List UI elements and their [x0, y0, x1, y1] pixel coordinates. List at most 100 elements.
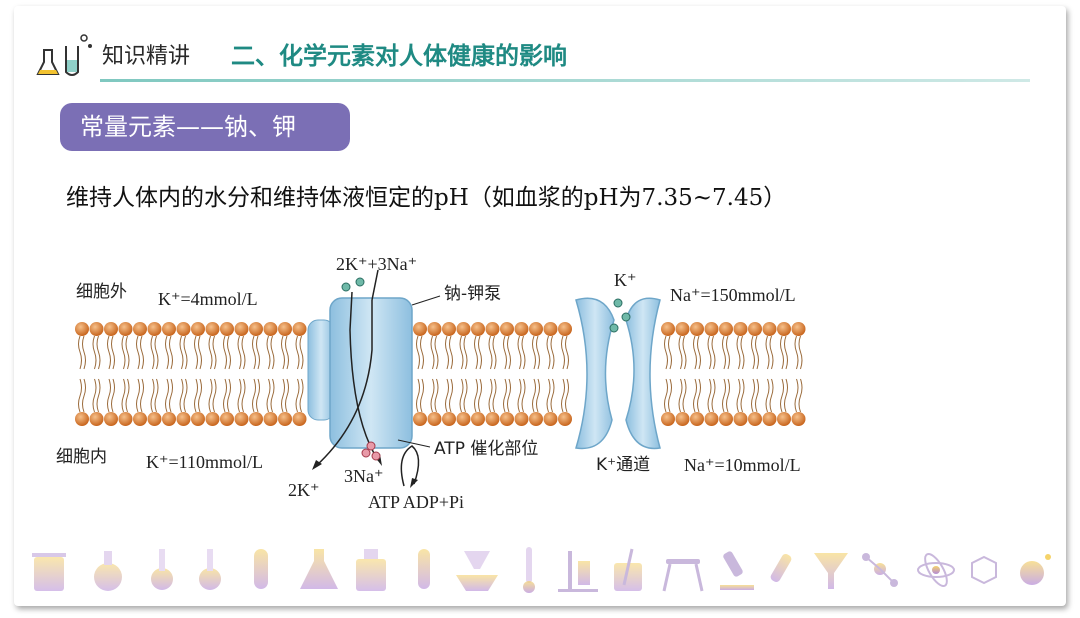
- lipid-tail: [416, 335, 424, 370]
- lipid-head: [263, 412, 278, 426]
- molecule-icon: [862, 553, 898, 587]
- lipid-tail: [281, 335, 289, 370]
- lipid-tail: [532, 378, 540, 413]
- conical-flask-icon: [300, 549, 338, 589]
- lipid-head: [75, 322, 89, 336]
- inside-k-conc: K⁺=110mmol/L: [146, 452, 263, 472]
- page-title: 二、化学元素对人体健康的影响: [231, 42, 567, 70]
- lipid-head: [514, 322, 529, 336]
- lipid-tail: [208, 378, 217, 413]
- lipid-tail: [794, 378, 803, 413]
- lipid-tail: [92, 378, 101, 413]
- lipid-head: [661, 322, 675, 336]
- beaker-stir-icon: [614, 548, 642, 591]
- lipid-tail: [223, 378, 231, 413]
- lipid-head: [456, 412, 471, 426]
- lipid-tail: [722, 335, 730, 370]
- lipid-head: [205, 412, 220, 426]
- ion-dot: [361, 448, 371, 458]
- lipid-head: [733, 322, 748, 336]
- sparkle-flask-icon: [1020, 554, 1051, 585]
- lipid-tail: [445, 378, 453, 413]
- lipid-tail: [561, 335, 569, 370]
- ion-dot: [621, 312, 631, 322]
- lipid-head: [89, 412, 104, 426]
- lipid-head: [427, 322, 442, 336]
- lipid-head: [147, 322, 162, 336]
- lipid-head: [791, 322, 806, 336]
- lipid-tail: [736, 378, 745, 413]
- lipid-head: [162, 412, 176, 426]
- header-divider: [100, 79, 1030, 82]
- pump-arrow-out: [315, 300, 373, 467]
- lipid-tail: [546, 378, 555, 413]
- lipid-head: [162, 322, 176, 336]
- lipid-tail: [194, 335, 202, 370]
- lipid-tail: [78, 378, 86, 413]
- outside-na-conc: Na⁺=150mmol/L: [670, 285, 796, 305]
- inside-label: 细胞内: [56, 447, 107, 467]
- lipid-tail: [664, 335, 672, 370]
- lipid-head: [442, 322, 456, 336]
- thermometer-icon: [523, 547, 535, 593]
- lipid-bilayer: [75, 322, 806, 426]
- lipid-tail: [707, 335, 716, 370]
- section-label: 知识精讲: [102, 44, 191, 69]
- lipid-head: [762, 322, 777, 336]
- lipid-tail: [503, 378, 511, 413]
- pump-arrowhead-out: [312, 460, 322, 470]
- lipid-tail: [179, 378, 188, 413]
- round-flask-icon: [199, 549, 221, 590]
- lipid-head: [762, 412, 777, 426]
- test-tube-icon: [418, 549, 430, 589]
- lipid-head: [176, 322, 191, 336]
- reagent-bottle-icon: [356, 549, 386, 591]
- dropper-icon: [770, 553, 792, 583]
- lipid-head: [748, 322, 762, 336]
- lipid-tail: [765, 335, 774, 370]
- lipid-tail: [678, 378, 687, 413]
- lipid-head: [75, 412, 89, 426]
- lipid-head: [704, 322, 719, 336]
- ion-dot: [609, 323, 619, 333]
- lipid-head: [543, 322, 558, 336]
- lipid-tail: [459, 335, 468, 370]
- lipid-tail: [474, 335, 482, 370]
- lipid-tail: [121, 335, 130, 370]
- lipid-tail: [532, 335, 540, 370]
- inside-na-conc: Na⁺=10mmol/L: [684, 455, 801, 475]
- lipid-head: [234, 322, 249, 336]
- benzene-icon: [971, 555, 997, 585]
- lipid-tail: [474, 378, 482, 413]
- lipid-head: [191, 322, 205, 336]
- lipid-tail: [194, 378, 202, 413]
- lipid-tail: [722, 378, 730, 413]
- lipid-tail: [416, 378, 424, 413]
- lipid-head: [558, 412, 572, 426]
- lipid-tail: [664, 378, 672, 413]
- stand-icon: [558, 551, 598, 592]
- ion-dot: [371, 451, 381, 461]
- atp-reaction: ATP ADP+Pi: [368, 492, 464, 512]
- channel-label: K⁺通道: [596, 455, 650, 475]
- lipid-tail: [430, 335, 439, 370]
- lipid-head: [529, 322, 543, 336]
- lipid-tail: [546, 335, 555, 370]
- lipid-head: [719, 412, 733, 426]
- lipid-head: [500, 412, 514, 426]
- ion-dot: [613, 298, 623, 308]
- lipid-tail: [678, 335, 687, 370]
- lipid-tail: [751, 378, 759, 413]
- lipid-head: [558, 322, 572, 336]
- lipid-head: [514, 412, 529, 426]
- lipid-head: [485, 412, 500, 426]
- lipid-head: [704, 412, 719, 426]
- pump-label: 钠-钾泵: [444, 284, 501, 304]
- lipid-head: [748, 412, 762, 426]
- channel-ion: K⁺: [614, 270, 637, 290]
- lab-equipment-footer: [32, 547, 1051, 593]
- lipid-head: [427, 412, 442, 426]
- atp-arrowhead: [410, 478, 418, 488]
- sodium-potassium-pump: [329, 297, 413, 449]
